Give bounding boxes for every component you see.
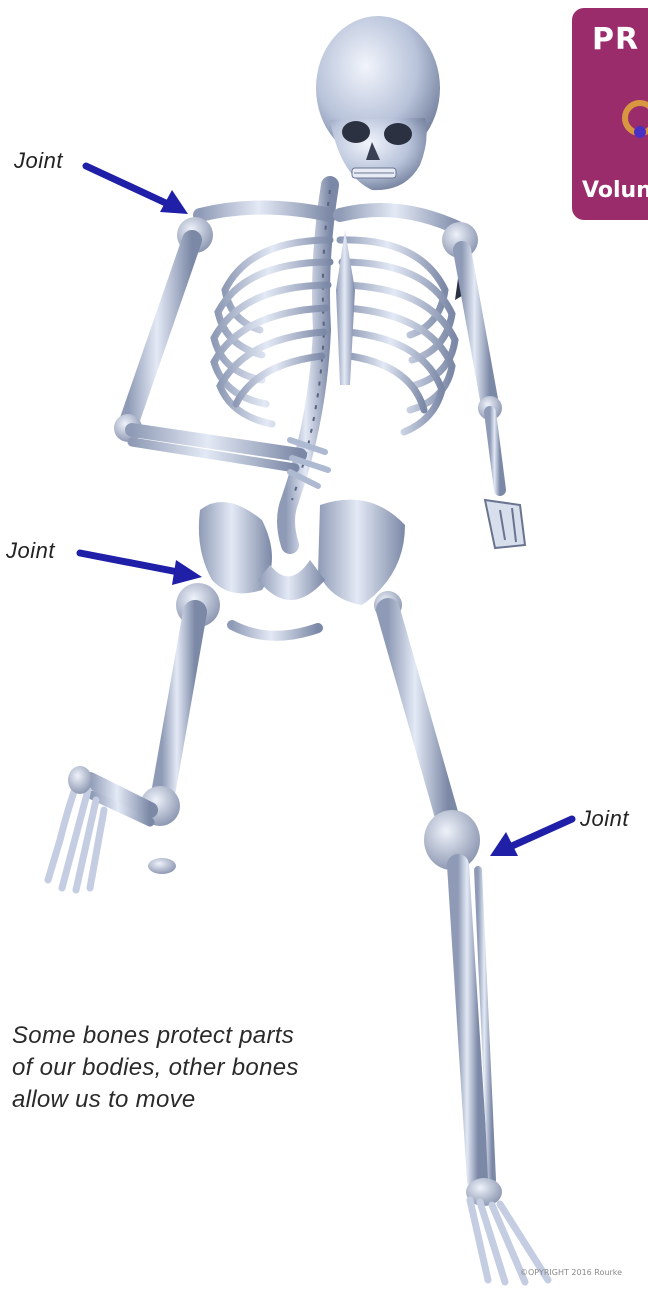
joint-label-shoulder: Joint <box>14 148 63 174</box>
caption-text: Some bones protect parts of our bodies, … <box>12 1020 392 1116</box>
arrow-hip <box>80 553 202 585</box>
rib-cage <box>214 240 455 432</box>
right-leg <box>374 591 548 1282</box>
badge-top-text: PR <box>592 22 639 57</box>
arrow-knee <box>490 819 572 856</box>
caption-line-2: of our bodies, other bones <box>12 1052 392 1084</box>
skull <box>316 16 440 190</box>
arrow-shoulder <box>86 166 188 214</box>
badge-bottom-text: Volun <box>582 178 648 203</box>
left-arm <box>442 222 525 548</box>
joint-label-knee: Joint <box>580 806 629 832</box>
pelvis <box>199 500 405 636</box>
left-leg <box>48 583 220 890</box>
joint-label-hip: Joint <box>6 538 55 564</box>
caption-line-3: allow us to move <box>12 1084 392 1116</box>
caption-line-1: Some bones protect parts <box>12 1020 392 1052</box>
program-badge: PR Volun <box>572 8 648 220</box>
badge-dot-icon <box>634 126 646 138</box>
sternum <box>336 230 355 385</box>
copyright-text: ©OPYRIGHT 2016 Rourke <box>520 1268 622 1277</box>
